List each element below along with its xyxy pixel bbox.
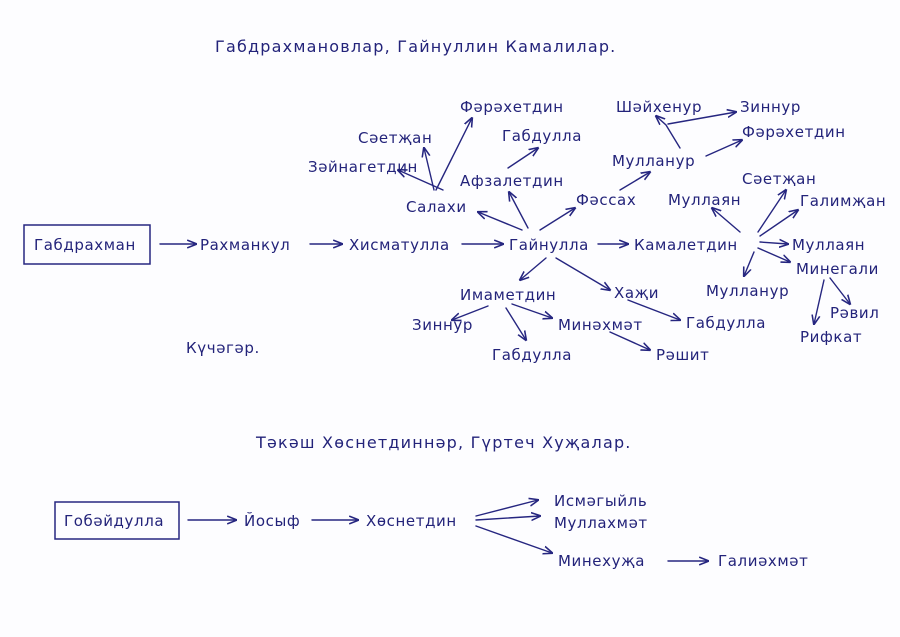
edge-salahi-saetzhan xyxy=(424,148,435,191)
edge-kamaletdin-minegali xyxy=(757,247,790,262)
edge-gainulla-afzaletdin xyxy=(509,192,529,229)
node-gobaidulla: Гобәйдулла xyxy=(64,512,164,530)
node-mullahmat: Муллахмәт xyxy=(554,514,648,532)
edge-kamaletdin-mullayan xyxy=(712,208,741,233)
edge-minahmat-rashit xyxy=(609,331,650,350)
edge-salahi-farrahetdin xyxy=(435,118,472,191)
node-galimzhan: Галимҗан xyxy=(800,192,886,210)
edge-husnetdin-mullahmat xyxy=(475,516,540,520)
node-ismagyil: Исмәгыйль xyxy=(554,492,647,510)
edge-imametdin-zinnur xyxy=(452,305,489,320)
node-gabdulla-3: Габдулла xyxy=(492,346,572,364)
edge-kamaletdin-saetzhan xyxy=(757,190,786,233)
edge-gainulla-salahi xyxy=(478,212,523,231)
node-rahmankul: Рахманкул xyxy=(200,236,290,254)
edge-imametdin-gabdulla xyxy=(505,307,526,340)
node-salahi: Салахи xyxy=(406,198,467,216)
edge-kamaletdin-mullanur2 xyxy=(744,251,755,276)
node-gainulla: Гайнулла xyxy=(509,236,589,254)
root-box-gobaidulla xyxy=(54,501,180,540)
node-mullayan-2: Муллаян xyxy=(792,236,865,254)
node-zinnur-1: Зиннур xyxy=(740,98,801,116)
node-shaihenur: Шәйхенур xyxy=(616,98,702,116)
node-hismatulla: Хисматулла xyxy=(349,236,450,254)
root-box-gabdrahman xyxy=(23,224,151,265)
edge-husnetdin-ismagyil xyxy=(475,500,538,517)
node-gabdrahman: Габдрахман xyxy=(34,236,136,254)
node-yosyf: Йосыф xyxy=(244,511,300,530)
tree2-arrows xyxy=(187,500,708,561)
edge-mullanur-zinnur xyxy=(667,112,736,125)
node-minegali: Минегали xyxy=(796,260,879,278)
edge-minegali-ravil xyxy=(829,277,850,304)
node-minahmat: Минәхмәт xyxy=(558,316,643,334)
node-gabdulla-1: Габдулла xyxy=(502,127,582,145)
node-mullanur-2: Муллануp xyxy=(706,282,789,300)
edge-salahi-zainagetdin xyxy=(398,170,444,191)
edge-mullanur-farrahetdin xyxy=(705,140,742,157)
edge-imametdin-minahmat xyxy=(511,303,552,318)
edge-mullanur-shaihenur xyxy=(656,116,681,149)
node-minehuzha: Минехуҗа xyxy=(558,552,645,570)
node-farrahetdin-2: Фәрәхетдин xyxy=(742,123,846,141)
node-hazhi: Хаҗи xyxy=(614,284,659,302)
node-husnetdin: Хөснетдин xyxy=(366,512,457,530)
node-zinnur-2: Зиннур xyxy=(412,316,473,334)
edge-hazhi-gabdulla xyxy=(627,299,680,320)
node-rifkat: Рифкат xyxy=(800,328,862,346)
edge-gainulla-imametdin xyxy=(520,257,547,280)
tree2-title: Тәкәш Хөснетдиннәр, Гүртеч Хуҗалар. xyxy=(255,433,632,452)
node-zainagetdin: Зәйнагетдин xyxy=(308,158,418,176)
edge-gainulla-hazhi xyxy=(555,257,610,290)
edge-minegali-rifkat xyxy=(814,279,825,324)
tree1-title: Габдрахмановлар, Гайнуллин Камалилар. xyxy=(215,37,616,56)
node-ravil: Рәвил xyxy=(830,304,879,322)
tree1-arrows xyxy=(159,112,850,350)
village-label: Күчәгәр. xyxy=(186,339,260,357)
node-rashit: Рәшит xyxy=(656,346,710,364)
edge-kamaletdin-galimzhan xyxy=(759,210,798,237)
edge-fassah-mullanur xyxy=(619,172,650,191)
node-saetzhan-1: Сәетҗан xyxy=(358,129,432,147)
node-fassah: Фәссах xyxy=(576,191,636,209)
node-saetzhan-2: Сәетҗан xyxy=(742,170,816,188)
node-afzaletdin: Афзалетдин xyxy=(460,172,564,190)
node-gabdulla-2: Габдулла xyxy=(686,314,766,332)
edge-afzaletdin-gabdulla xyxy=(507,148,538,169)
edge-kamaletdin-mullayan2 xyxy=(759,242,788,244)
node-kamaletdin: Камалетдин xyxy=(634,236,738,254)
node-imametdin: Имаметдин xyxy=(460,286,556,304)
node-mullayan-1: Муллаян xyxy=(668,191,741,209)
node-galiahmat: Галиәхмәт xyxy=(718,552,808,570)
node-farrahetdin-1: Фәрәхетдин xyxy=(460,98,564,116)
node-mullanur-1: Муллануp xyxy=(612,152,695,170)
edge-gainulla-fassah xyxy=(539,208,575,231)
edge-husnetdin-minehuzha xyxy=(475,525,552,553)
